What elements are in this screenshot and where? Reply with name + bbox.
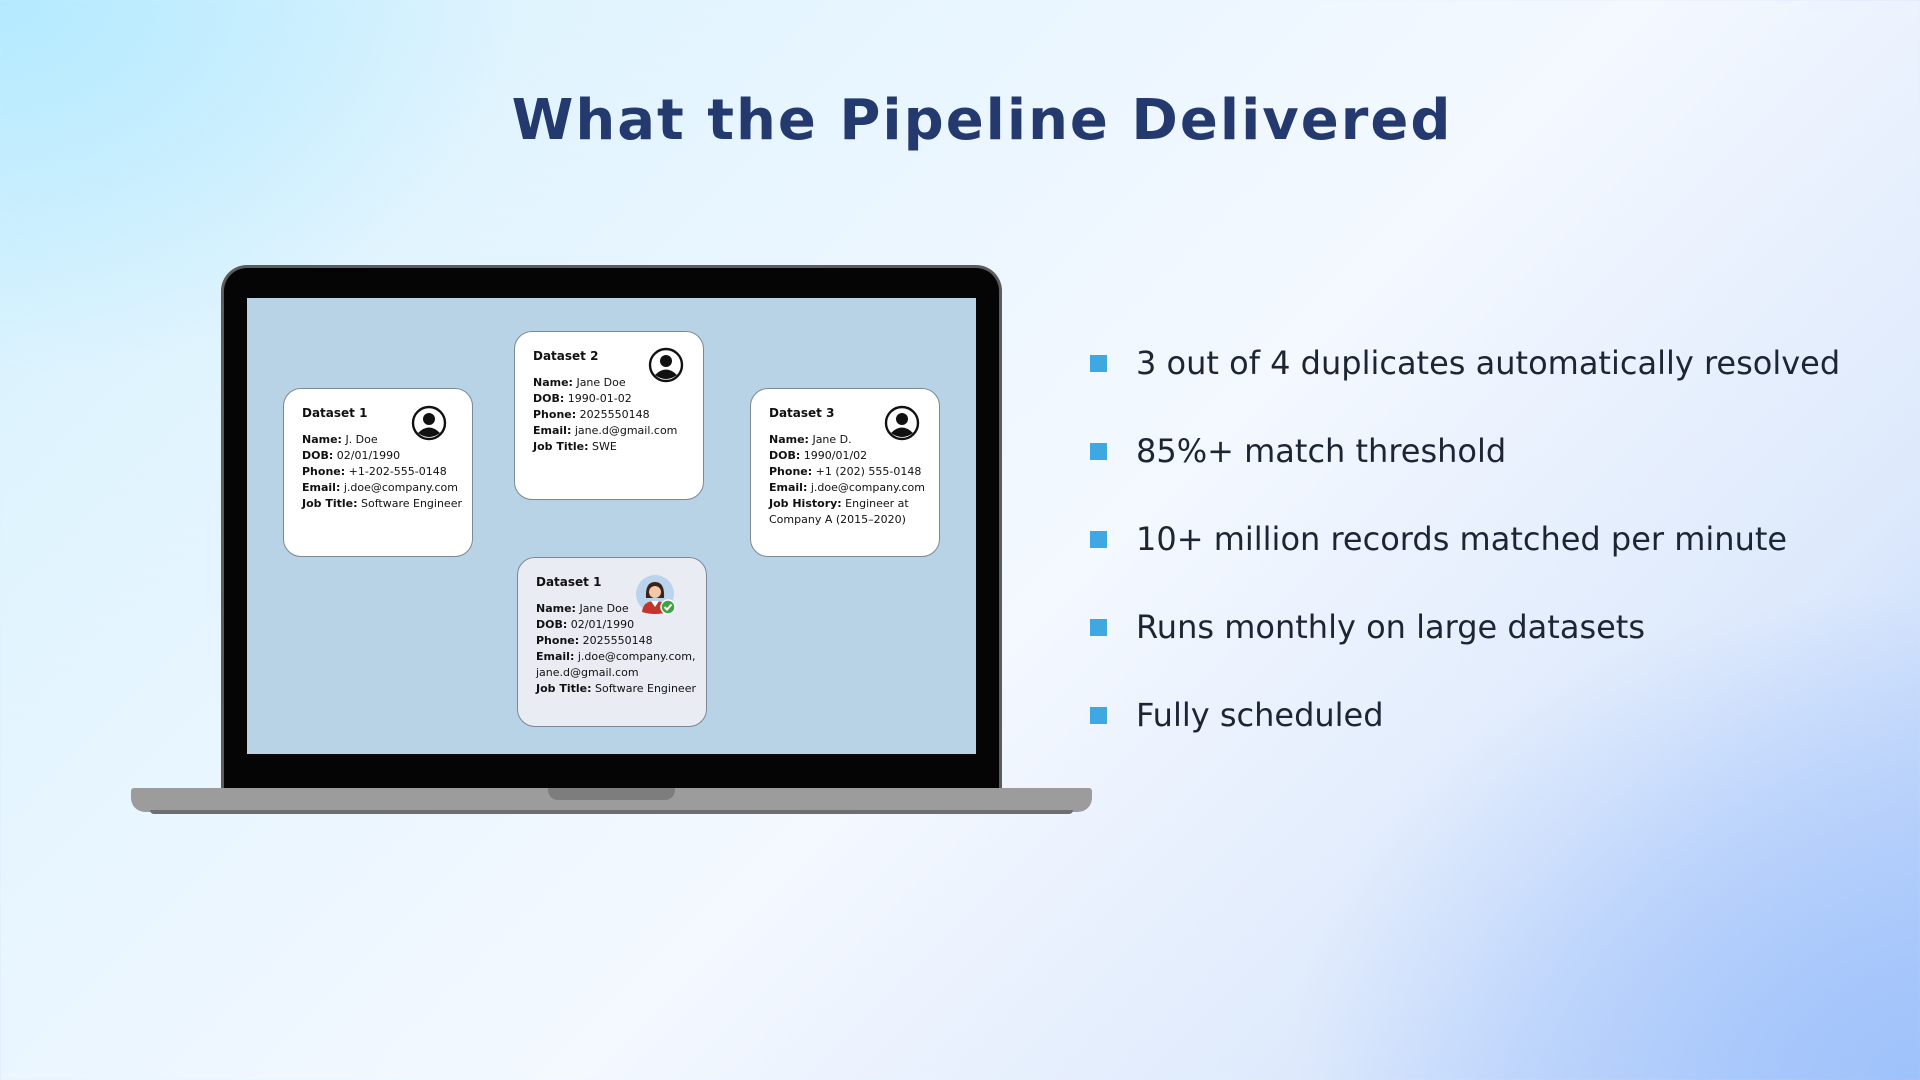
card-field-email: Email: j.doe@company.com, jane.d@gmail.c…: [536, 650, 696, 679]
square-bullet-icon: [1090, 707, 1107, 724]
card-field-job-title: Job Title: Software Engineer: [536, 682, 696, 695]
card-field-name: Name: J. Doe: [302, 433, 378, 446]
bullet-text: 10+ million records matched per minute: [1136, 520, 1788, 558]
card-field-phone: Phone: +1 (202) 555-0148: [769, 465, 922, 478]
verified-woman-avatar-icon: [636, 575, 676, 615]
card-field-email: Email: jane.d@gmail.com: [533, 424, 678, 437]
bullet-text: 85%+ match threshold: [1136, 432, 1507, 470]
square-bullet-icon: [1090, 531, 1107, 548]
slide-title: What the Pipeline Delivered: [511, 88, 1453, 153]
dataset-card-2: Dataset 2 Name: Jane Doe DOB: 1990-01-02…: [514, 331, 704, 500]
card-field-name: Name: Jane Doe: [533, 376, 626, 389]
merged-record-card: Dataset 1 Name: Jane Doe DOB: 02/01/1990…: [517, 557, 707, 727]
card-title: Dataset 1: [536, 575, 602, 589]
card-field-job-title: Job Title: Software Engineer: [302, 497, 462, 510]
bullet-text: Fully scheduled: [1136, 696, 1384, 734]
card-field-phone: Phone: 2025550148: [536, 634, 653, 647]
card-field-job-history: Job History: Engineer at Company A (2015…: [769, 497, 909, 526]
card-title: Dataset 1: [302, 406, 368, 420]
card-field-dob: DOB: 02/01/1990: [302, 449, 401, 462]
laptop-screen: Dataset 1 Name: J. Doe DOB: 02/01/1990 P…: [247, 298, 976, 754]
user-icon: [884, 405, 920, 441]
results-bullet-list: 3 out of 4 duplicates automatically reso…: [1090, 340, 1910, 780]
card-field-dob: DOB: 02/01/1990: [536, 618, 635, 631]
square-bullet-icon: [1090, 443, 1107, 460]
dataset-card-1: Dataset 1 Name: J. Doe DOB: 02/01/1990 P…: [283, 388, 473, 557]
laptop-notch: [548, 788, 675, 800]
square-bullet-icon: [1090, 619, 1107, 636]
bullet-item: 3 out of 4 duplicates automatically reso…: [1090, 340, 1910, 428]
card-field-email: Email: j.doe@company.com: [302, 481, 458, 494]
bullet-text: Runs monthly on large datasets: [1136, 608, 1646, 646]
dataset-card-3: Dataset 3 Name: Jane D. DOB: 1990/01/02 …: [750, 388, 940, 557]
card-field-name: Name: Jane D.: [769, 433, 852, 446]
user-icon: [411, 405, 447, 441]
card-field-email: Email: j.doe@company.com: [769, 481, 925, 494]
bullet-item: Runs monthly on large datasets: [1090, 604, 1910, 692]
card-title: Dataset 3: [769, 406, 835, 420]
card-field-job-title: Job Title: SWE: [533, 440, 617, 453]
bullet-text: 3 out of 4 duplicates automatically reso…: [1136, 344, 1841, 382]
square-bullet-icon: [1090, 355, 1107, 372]
user-icon: [648, 347, 684, 383]
card-field-dob: DOB: 1990/01/02: [769, 449, 868, 462]
card-field-phone: Phone: +1-202-555-0148: [302, 465, 447, 478]
bullet-item: 85%+ match threshold: [1090, 428, 1910, 516]
laptop-base-edge: [150, 810, 1073, 814]
bullet-item: Fully scheduled: [1090, 692, 1910, 780]
card-field-name: Name: Jane Doe: [536, 602, 629, 615]
bullet-item: 10+ million records matched per minute: [1090, 516, 1910, 604]
card-title: Dataset 2: [533, 349, 599, 363]
card-field-dob: DOB: 1990-01-02: [533, 392, 632, 405]
card-field-phone: Phone: 2025550148: [533, 408, 650, 421]
